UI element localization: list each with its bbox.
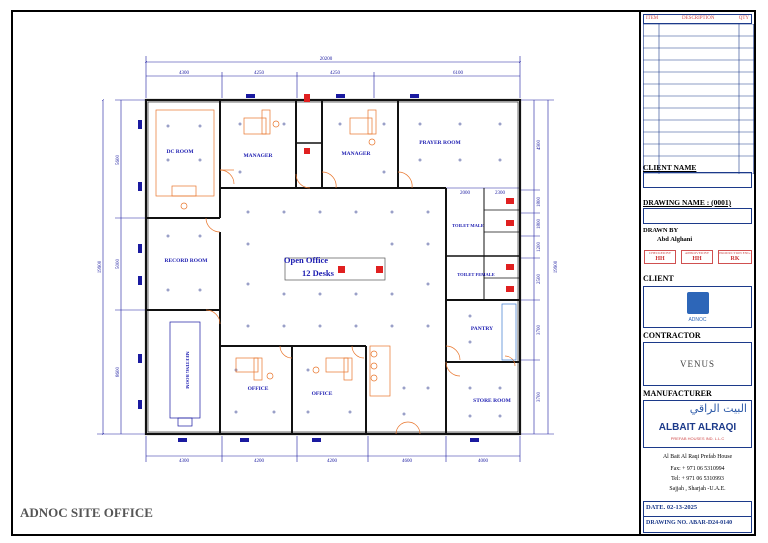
manufacturer-logo-box: البيت الراقي ALBAIT ALRAQI PREFAB HOUSES… (643, 400, 752, 448)
room-label-toilet-female: TOILET FEMALE (457, 272, 494, 277)
dim-top-1: 4300 (179, 71, 190, 76)
dim-left-1: 5600 (116, 155, 121, 166)
drawn-by-label: DRAWN BY (643, 227, 679, 234)
dim-bottom-2: 4200 (254, 459, 265, 464)
dimension-lines (97, 56, 554, 462)
furniture (155, 109, 517, 427)
doors (205, 169, 516, 435)
dim-right-overall: 19900 (554, 260, 559, 273)
room-label-open-office: Open Office (284, 255, 328, 265)
client-name-label: CLIENT NAME (643, 163, 697, 172)
room-label-meeting-room: MEETING ROOM (185, 351, 190, 389)
dim-right-5: 2500 (537, 274, 542, 285)
client-logo (687, 292, 709, 314)
mfr-name: Al Bait Al Raqi Prefab House (662, 454, 733, 460)
window-units (138, 94, 479, 442)
dim-right-7: 3700 (537, 392, 542, 403)
room-label-office-1: OFFICE (248, 386, 269, 392)
drawing-number: DRAWING NO. ABAR-D24-0140 (646, 520, 733, 526)
dim-left-3: 8600 (116, 367, 121, 378)
dim-right-4: 1200 (537, 242, 542, 253)
client-logo-text: ADNOC (688, 317, 707, 323)
drawing-frame (11, 10, 756, 536)
mfr-arabic-logo: البيت الراقي (689, 402, 747, 415)
dim-bottom-4: 4600 (402, 459, 413, 464)
dim-bottom-5: 4000 (478, 459, 489, 464)
mfr-logo-en: ALBAIT ALRAQI (658, 422, 737, 433)
room-label-office-2: OFFICE (312, 391, 333, 397)
dim-toilet-2: 2300 (495, 191, 506, 196)
revision-table-header: ITEM DESCRIPTION QTY (643, 14, 752, 24)
col-item: ITEM (646, 16, 659, 21)
contractor-logo-text: VENUS (679, 359, 715, 369)
floor-plan: 20200 4300 4250 4250 6100 4300 4200 4200… (97, 56, 559, 464)
checked-by-value: HH (655, 256, 665, 262)
room-label-toilet-male: TOILET MALE (452, 223, 484, 228)
drawing-name-field (643, 208, 752, 224)
dim-right-1: 4900 (537, 140, 542, 151)
client-label: CLIENT (643, 274, 674, 283)
manufacturer-label: MANUFACTURER (643, 389, 712, 398)
dim-overall-top: 20200 (320, 57, 333, 62)
dim-top-2: 4250 (254, 71, 265, 76)
dim-right-6: 3700 (537, 325, 542, 336)
production-value: RK (730, 256, 740, 262)
mfr-address: Sajjah , Sharjah -U.A.E. (669, 486, 726, 492)
production-box: PRODUCTION ENG.RK (718, 250, 752, 264)
dim-bottom-1: 4300 (179, 459, 190, 464)
room-label-dc-room: DC ROOM (166, 149, 194, 155)
date-drawing-box: DATE. 02-13-2025 DRAWING NO. ABAR-D24-01… (643, 501, 752, 533)
dim-toilet-1: 2000 (460, 191, 471, 196)
room-label-manager-1: MANAGER (243, 153, 273, 159)
production-label: PRODUCTION ENG. (719, 251, 751, 255)
room-label-store-room: STORE ROOM (473, 398, 511, 404)
room-label-manager-2: MANAGER (341, 151, 371, 157)
contractor-label: CONTRACTOR (643, 331, 701, 340)
room-label-prayer-room: PRAYER ROOM (419, 140, 461, 146)
client-name-field (643, 172, 752, 188)
drawing-name-label: DRAWING NAME : (0001) (643, 198, 732, 207)
mfr-logo-sub: PREFAB HOUSES IND. L.L.C (670, 436, 725, 441)
drawn-by-value: Abd Alghani (657, 236, 693, 243)
drawing-title: ADNOC SITE OFFICE (20, 505, 153, 520)
checked-by-label: CHECKED BY (648, 251, 672, 255)
room-label-open-office-desks: 12 Desks (302, 268, 335, 278)
drawing-date: DATE. 02-13-2025 (646, 504, 698, 511)
walls (144, 98, 522, 436)
client-logo-box: ADNOC (643, 286, 752, 328)
dim-left-overall: 19900 (98, 260, 103, 273)
dim-top-4: 6100 (453, 71, 464, 76)
col-description: DESCRIPTION (682, 16, 715, 21)
mfr-fax: Fax: + 971 06 5310994 (670, 466, 725, 472)
approved-by-value: HH (692, 256, 702, 262)
dim-right-3: 1800 (537, 219, 542, 230)
dim-bottom-3: 4200 (327, 459, 338, 464)
ceiling-lights (166, 122, 502, 418)
room-label-record-room: RECORD ROOM (165, 258, 209, 264)
dim-right-2: 1800 (537, 197, 542, 208)
dim-left-2: 5000 (116, 259, 121, 270)
title-block: ITEM DESCRIPTION QTY CLIENT NAME DRAWING… (639, 12, 754, 534)
mfr-tel: Tel: + 971 06 5310993 (671, 476, 724, 482)
contractor-logo-box: VENUS (643, 342, 752, 386)
dim-top-3: 4250 (330, 71, 341, 76)
col-qty: QTY (738, 16, 749, 21)
room-label-pantry: PANTRY (471, 326, 493, 332)
revision-table (643, 24, 754, 174)
toilet-fixtures (304, 94, 514, 292)
approved-by-label: APPROVED BY (684, 251, 710, 255)
